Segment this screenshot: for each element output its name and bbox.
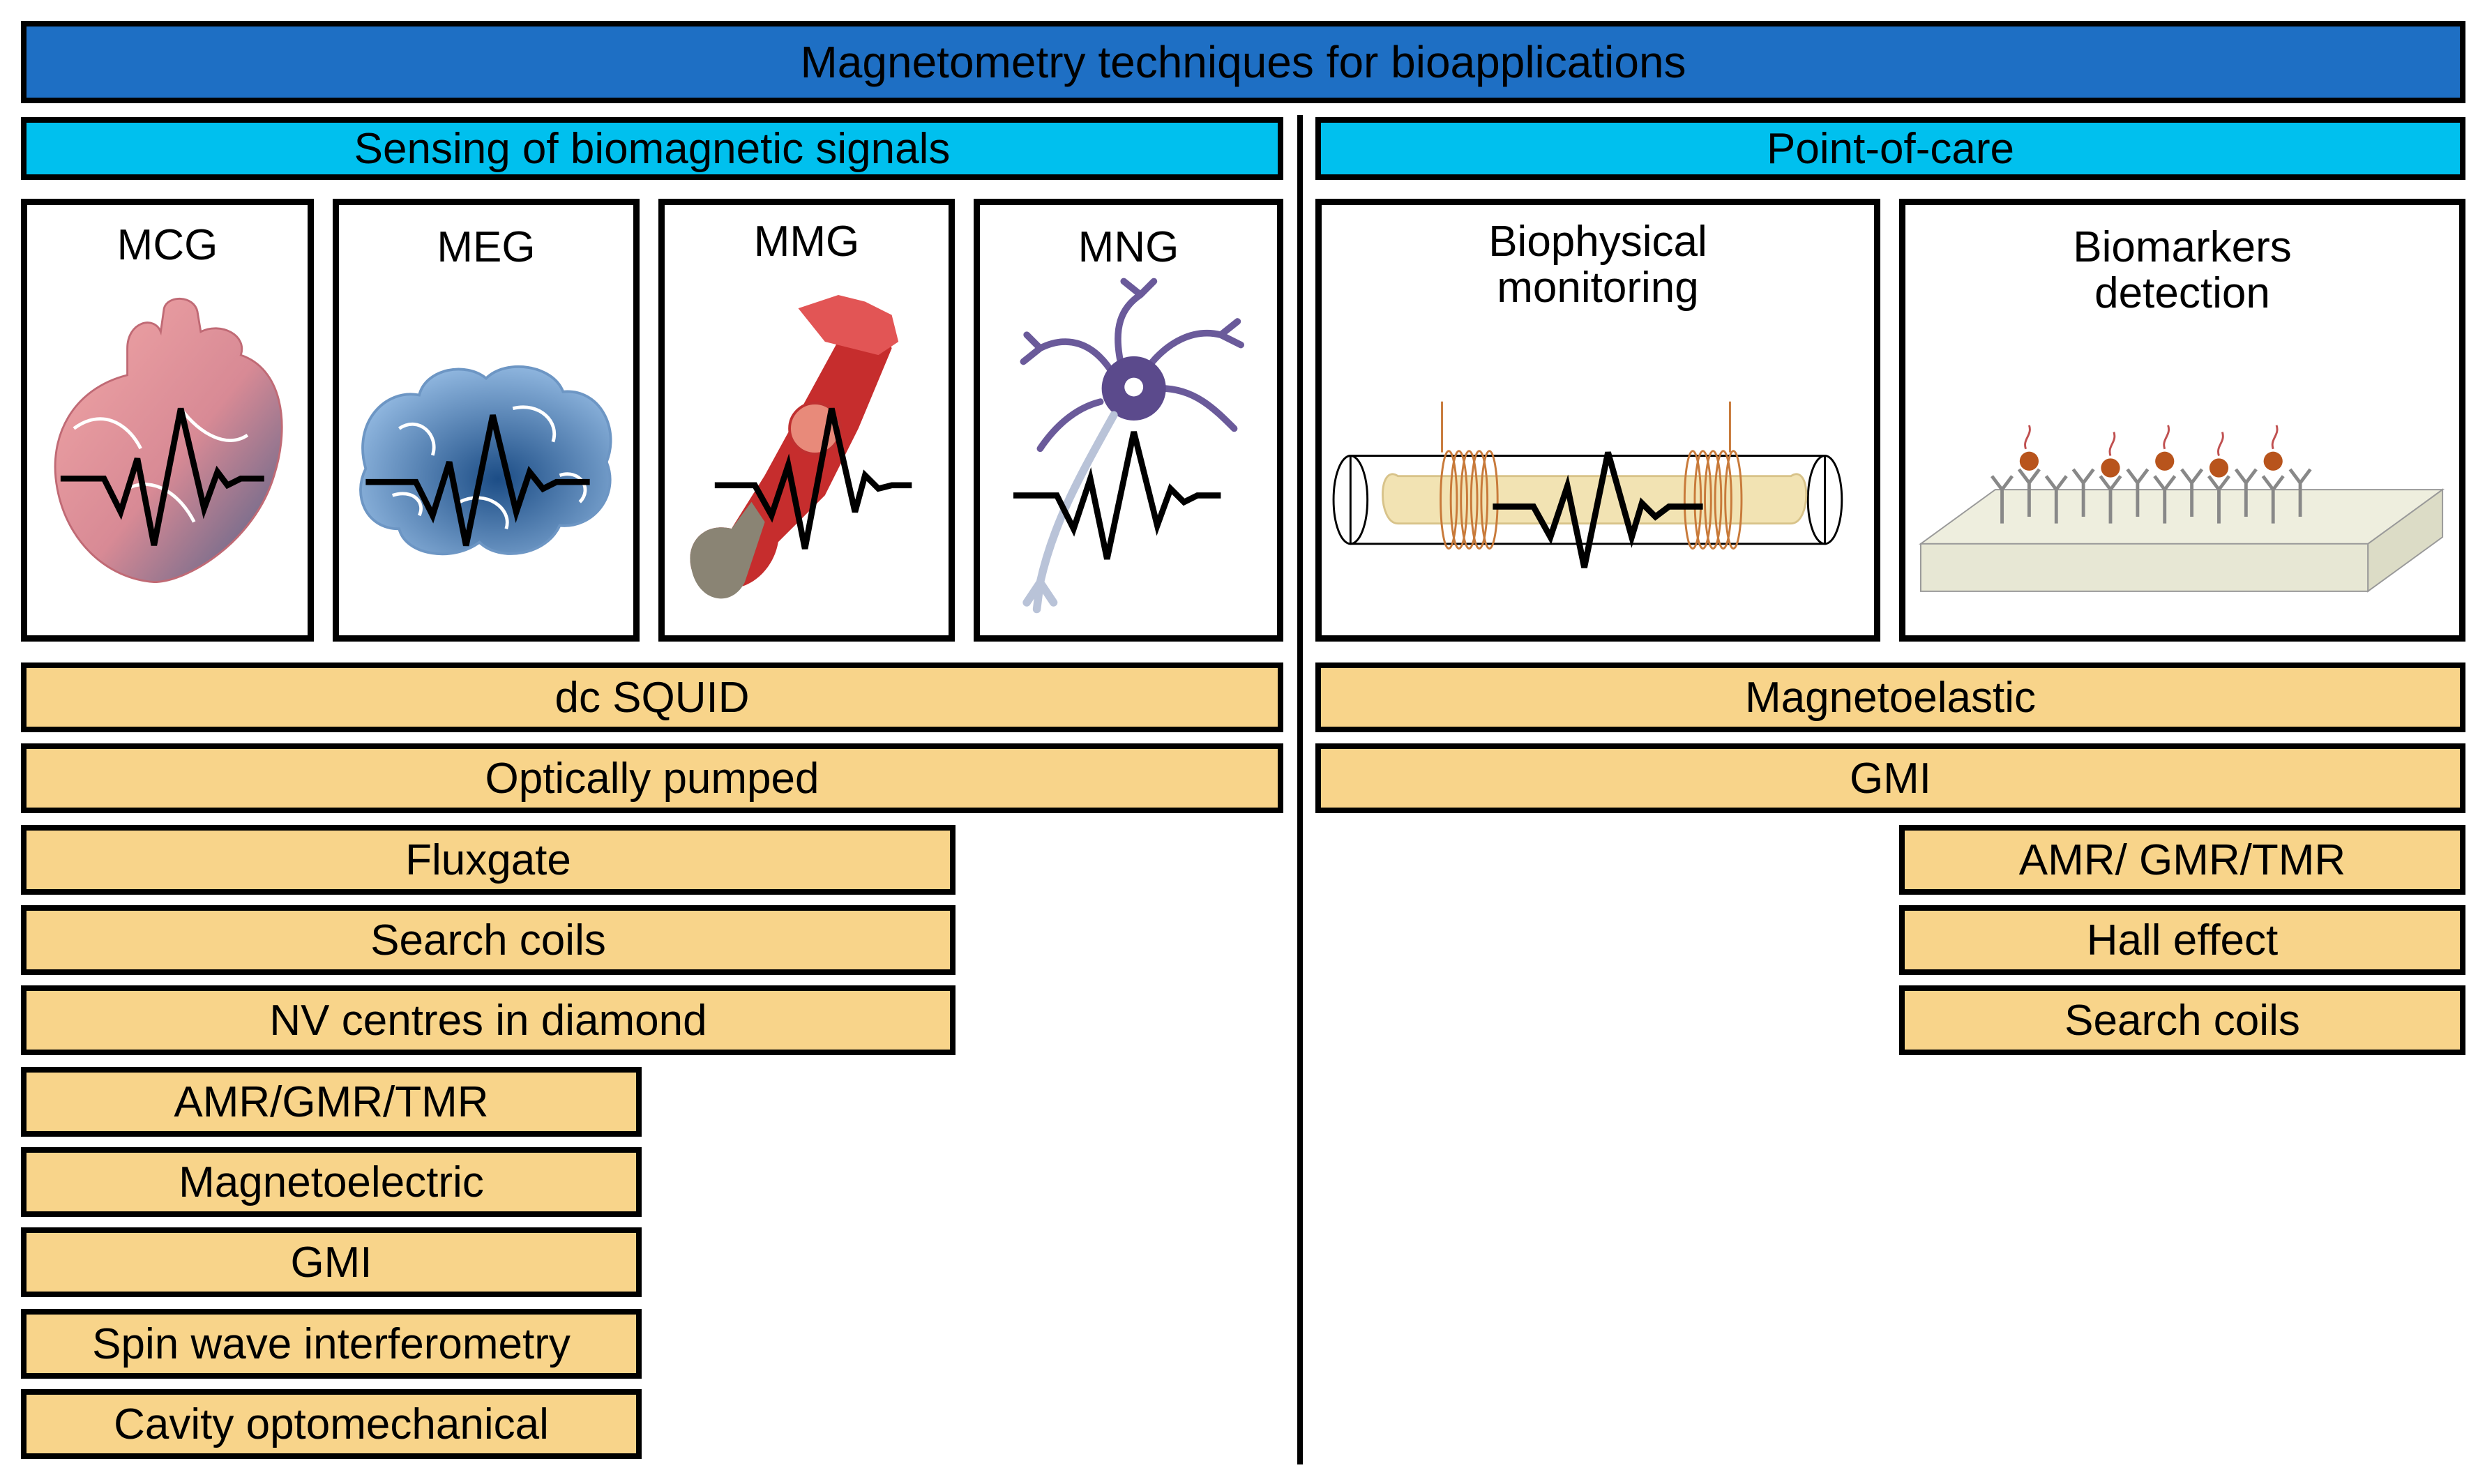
technique-amr-gmr-tmr: AMR/GMR/TMR bbox=[21, 1067, 642, 1137]
technique-label: Search coils bbox=[370, 916, 606, 964]
technique-label: Magnetoelectric bbox=[179, 1158, 484, 1206]
brain-icon bbox=[359, 365, 612, 556]
section-header-sensing-text: Sensing of biomagnetic signals bbox=[354, 124, 951, 173]
muscle-icon bbox=[690, 294, 912, 599]
technique-label: Cavity optomechanical bbox=[114, 1400, 549, 1448]
technique-gmi: GMI bbox=[21, 1227, 642, 1297]
panel-biophysical-monitoring: Biophysical monitoring bbox=[1315, 199, 1880, 642]
section-header-point-of-care-text: Point-of-care bbox=[1767, 124, 2014, 173]
panel-biomarkers-label-line2: detection bbox=[2094, 269, 2270, 317]
technique-label: Spin wave interferometry bbox=[92, 1319, 571, 1368]
technique-label: GMI bbox=[1849, 754, 1932, 803]
panel-meg: MEG bbox=[333, 199, 640, 642]
panel-biomarkers-label-line1: Biomarkers bbox=[2073, 223, 2292, 271]
panel-biomarkers-detection: Biomarkers detection bbox=[1899, 199, 2465, 642]
panel-mng: MNG bbox=[974, 199, 1283, 642]
technique-label: Magnetoelastic bbox=[1744, 673, 2037, 722]
antibody-substrate-icon bbox=[1918, 425, 2445, 593]
technique-search-coils: Search coils bbox=[21, 905, 956, 975]
technique-label: AMR/ GMR/TMR bbox=[2018, 835, 2346, 884]
technique-search-coils-right: Search coils bbox=[1899, 985, 2465, 1055]
technique-label: GMI bbox=[290, 1238, 372, 1287]
technique-label: Fluxgate bbox=[405, 835, 571, 884]
technique-spin-wave: Spin wave interferometry bbox=[21, 1309, 642, 1379]
technique-magnetoelectric: Magnetoelectric bbox=[21, 1147, 642, 1217]
diagram-title-text: Magnetometry techniques for bioapplicati… bbox=[800, 37, 1686, 87]
technique-gmi-right: GMI bbox=[1315, 743, 2465, 813]
panel-biophysical-label-line2: monitoring bbox=[1497, 264, 1699, 312]
panel-mmg: MMG bbox=[658, 199, 955, 642]
technique-amr-gmr-tmr-right: AMR/ GMR/TMR bbox=[1899, 825, 2465, 895]
heart-icon bbox=[54, 297, 283, 584]
technique-hall-effect: Hall effect bbox=[1899, 905, 2465, 975]
technique-cavity-optomechanical: Cavity optomechanical bbox=[21, 1389, 642, 1459]
panel-mcg-label: MCG bbox=[116, 221, 218, 269]
technique-label: Optically pumped bbox=[485, 754, 819, 803]
technique-nv-centres: NV centres in diamond bbox=[21, 985, 956, 1055]
panel-meg-label: MEG bbox=[437, 223, 536, 271]
panel-mcg: MCG bbox=[21, 199, 314, 642]
section-header-sensing: Sensing of biomagnetic signals bbox=[21, 117, 1283, 180]
technique-dc-squid: dc SQUID bbox=[21, 662, 1283, 732]
technique-optically-pumped: Optically pumped bbox=[21, 743, 1283, 813]
technique-fluxgate: Fluxgate bbox=[21, 825, 956, 895]
technique-label: AMR/GMR/TMR bbox=[174, 1077, 489, 1126]
technique-label: Hall effect bbox=[2086, 916, 2279, 964]
panel-biophysical-label-line1: Biophysical bbox=[1488, 218, 1707, 266]
section-header-point-of-care: Point-of-care bbox=[1315, 117, 2465, 180]
panel-mmg-label: MMG bbox=[753, 218, 860, 266]
bone-coil-icon bbox=[1332, 401, 1843, 568]
diagram-title: Magnetometry techniques for bioapplicati… bbox=[21, 21, 2465, 103]
technique-label: Search coils bbox=[2064, 996, 2300, 1045]
panel-mng-label: MNG bbox=[1078, 223, 1179, 271]
technique-label: NV centres in diamond bbox=[269, 996, 707, 1045]
technique-magnetoelastic: Magnetoelastic bbox=[1315, 662, 2465, 732]
neuron-icon bbox=[1013, 278, 1244, 614]
technique-label: dc SQUID bbox=[554, 673, 750, 722]
vertical-divider bbox=[1297, 115, 1303, 1464]
